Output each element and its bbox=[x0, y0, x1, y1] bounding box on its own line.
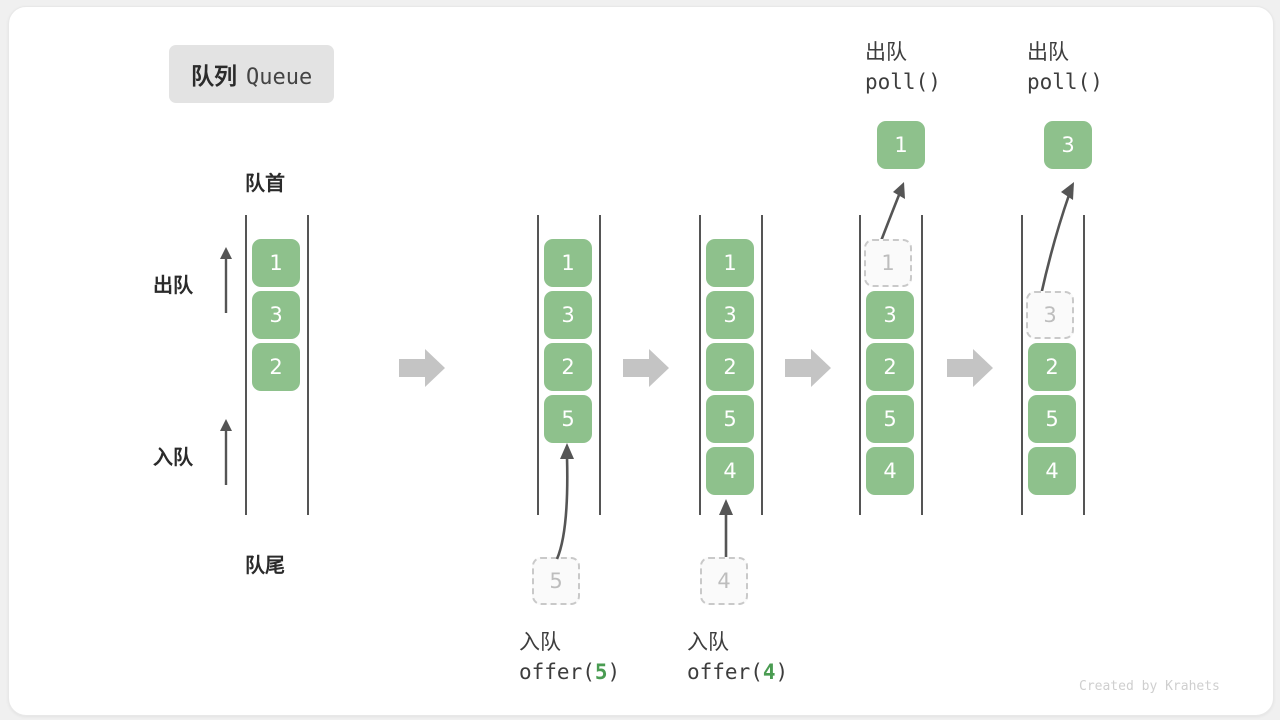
removed-element-ghost: 3 bbox=[1026, 291, 1074, 339]
incoming-element-ghost: 4 bbox=[700, 557, 748, 605]
queue-cell: 4 bbox=[706, 447, 754, 495]
enqueue-direction-arrow-icon bbox=[217, 417, 235, 487]
queue-cell: 1 bbox=[706, 239, 754, 287]
diagram-card: 队列 Queue 队首 队尾 出队 入队 1 3 2 1 3 2 5 5 bbox=[8, 6, 1274, 716]
rail-left-1 bbox=[245, 215, 247, 515]
queue-cell: 3 bbox=[252, 291, 300, 339]
queue-cell: 2 bbox=[866, 343, 914, 391]
title-badge: 队列 Queue bbox=[169, 45, 335, 103]
title-en: Queue bbox=[246, 65, 313, 90]
enqueue-label-1: 入队 bbox=[153, 445, 193, 469]
operation-label-poll-1: 出队 poll() bbox=[865, 40, 941, 95]
operation-label-offer-5: 入队 offer(5) bbox=[519, 630, 621, 685]
queue-cell: 2 bbox=[544, 343, 592, 391]
removed-element-ghost: 1 bbox=[864, 239, 912, 287]
queue-cell: 3 bbox=[544, 291, 592, 339]
flow-arrow-icon bbox=[785, 347, 831, 389]
title-cn: 队列 bbox=[191, 64, 237, 90]
enqueue-curve-arrow-icon bbox=[539, 435, 589, 561]
popped-element: 3 bbox=[1044, 121, 1092, 169]
queue-cell: 4 bbox=[1028, 447, 1076, 495]
queue-cell: 2 bbox=[1028, 343, 1076, 391]
dequeue-curve-arrow-icon bbox=[861, 175, 921, 243]
queue-cell: 3 bbox=[866, 291, 914, 339]
queue-cell: 5 bbox=[706, 395, 754, 443]
queue-cell: 2 bbox=[706, 343, 754, 391]
dequeue-label-1: 出队 bbox=[153, 273, 193, 297]
queue-cell: 5 bbox=[544, 395, 592, 443]
queue-head-label: 队首 bbox=[245, 171, 285, 195]
rail-right-5 bbox=[1083, 215, 1085, 515]
rail-right-4 bbox=[921, 215, 923, 515]
rail-left-3 bbox=[699, 215, 701, 515]
queue-cell: 3 bbox=[706, 291, 754, 339]
popped-element: 1 bbox=[877, 121, 925, 169]
credit-text: Created by Krahets bbox=[1079, 679, 1220, 694]
queue-cell: 2 bbox=[252, 343, 300, 391]
rail-right-1 bbox=[307, 215, 309, 515]
queue-cell: 1 bbox=[544, 239, 592, 287]
queue-cell: 1 bbox=[252, 239, 300, 287]
dequeue-direction-arrow-icon bbox=[217, 245, 235, 315]
rail-right-3 bbox=[761, 215, 763, 515]
operation-label-offer-4: 入队 offer(4) bbox=[687, 630, 789, 685]
dequeue-curve-arrow-icon bbox=[1019, 175, 1089, 297]
rail-left-5 bbox=[1021, 215, 1023, 515]
operation-label-poll-3: 出队 poll() bbox=[1027, 40, 1103, 95]
enqueue-straight-arrow-icon bbox=[709, 493, 749, 559]
queue-cell: 5 bbox=[866, 395, 914, 443]
rail-left-2 bbox=[537, 215, 539, 515]
queue-cell: 5 bbox=[1028, 395, 1076, 443]
flow-arrow-icon bbox=[947, 347, 993, 389]
rail-right-2 bbox=[599, 215, 601, 515]
queue-cell: 4 bbox=[866, 447, 914, 495]
incoming-element-ghost: 5 bbox=[532, 557, 580, 605]
queue-tail-label: 队尾 bbox=[245, 553, 285, 577]
flow-arrow-icon bbox=[623, 347, 669, 389]
rail-left-4 bbox=[859, 215, 861, 515]
flow-arrow-icon bbox=[399, 347, 445, 389]
